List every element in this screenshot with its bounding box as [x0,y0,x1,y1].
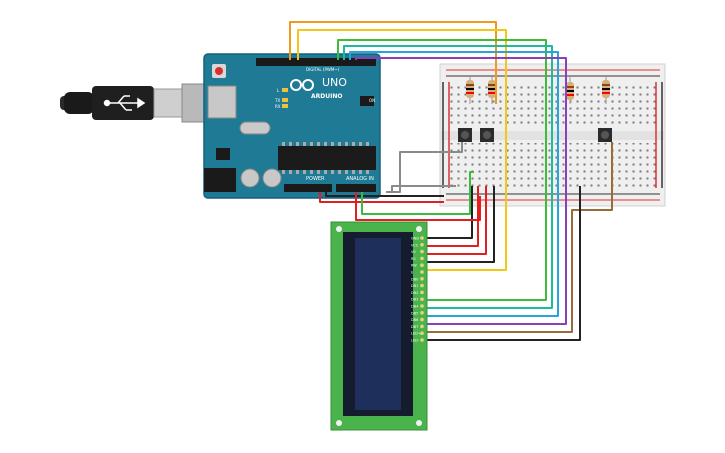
lcd-pin-pad[interactable] [420,243,424,247]
lcd-module[interactable] [330,221,428,431]
wire-teal [343,45,553,309]
lcd-pin-pad[interactable] [420,304,424,308]
wire-blue [349,51,559,317]
lcd-pin-pad[interactable] [420,256,424,261]
lcd-pin-pad[interactable] [420,297,424,302]
lcd-screen [355,238,401,410]
resistor [488,76,496,104]
capacitor [262,168,282,188]
lcd-pin-pad[interactable] [420,263,424,268]
usb-symbol-icon [103,95,146,111]
led-label-l: L [277,88,280,93]
led-label-tx: TX [274,98,280,103]
lcd-pin-label: RW [411,264,417,268]
usb-cable [60,83,219,123]
arduino-model-text: UNO [322,76,347,89]
pushbutton[interactable] [480,128,494,142]
lcd-pin-label: DB1 [411,284,418,288]
lcd-pin-pad[interactable] [420,290,424,295]
lcd-pin-label: VCC [411,243,419,247]
on-label: ON [369,98,375,103]
pushbutton[interactable] [598,128,612,142]
lcd-pin-pad[interactable] [420,249,424,254]
power-jack [204,168,236,192]
lcd-pin-pad[interactable] [420,338,424,342]
wire-brown [422,142,613,333]
wire-green-analog [361,171,474,215]
wire-green [337,39,547,301]
pushbutton[interactable] [458,128,472,142]
lcd-pin-label: LED- [411,339,420,343]
wire-red-power [319,192,444,203]
capacitor [240,168,260,188]
wire-red-analog [355,192,481,221]
wire-grey-analog [386,142,463,193]
lcd-pin-pad[interactable] [420,311,424,315]
power-header [284,184,332,192]
resistor [566,76,574,104]
arduino-logo-icon [290,79,314,91]
resistor [602,76,610,104]
lcd-pin-label: V0 [411,250,416,254]
lcd-pin-label: DB5 [411,311,418,315]
resistor [466,76,474,104]
arduino-brand-text: ARDUINO [311,93,342,100]
lcd-pin-pad[interactable] [420,270,424,274]
lcd-pin-label: DB4 [411,305,419,309]
wire-black-lcd [422,186,581,341]
lcd-pin-label: DB3 [411,298,418,302]
atmega-chip [278,146,376,170]
arduino-uno-board[interactable]: ARDUINO UNO DIGITAL (PWM~) POWER ANALOG … [203,53,381,199]
lcd-pin-pad[interactable] [420,277,424,281]
analog-header [336,184,376,192]
lcd-pin-pad[interactable] [420,236,424,240]
lcd-pin-pad[interactable] [420,317,424,322]
wire-orange [289,21,497,104]
lcd-pin-pad[interactable] [420,283,424,288]
wire-grey2-analog [391,185,456,192]
lcd-pin-pad[interactable] [420,331,424,336]
lcd-pin-label: DB7 [411,325,418,329]
lcd-pin-label: DB6 [411,318,418,322]
lcd-pin-label: DB0 [411,277,418,281]
power-label: POWER [306,176,325,182]
digital-header-label: DIGITAL (PWM~) [306,67,340,72]
wire-red-vcc [422,186,479,247]
wire-black-gnd [422,186,473,239]
lcd-pin-label: RS [411,257,416,261]
wires [289,21,613,341]
analog-label: ANALOG IN [346,176,374,182]
wire-black-power [325,192,444,197]
digital-header [256,58,376,66]
lcd-pin-pad[interactable] [420,324,424,329]
lcd-pin-label: E [411,271,413,275]
wire-yellow [297,29,507,271]
led-label-rx: RX [275,104,281,109]
wire-purple [355,57,567,325]
wire-red-v0 [422,186,487,255]
lcd-pin-label: LED+ [411,332,421,336]
lcd-pin-label: DB2 [411,291,418,295]
wire-black-rw [422,186,495,263]
lcd-pin-label: GND [411,237,419,241]
